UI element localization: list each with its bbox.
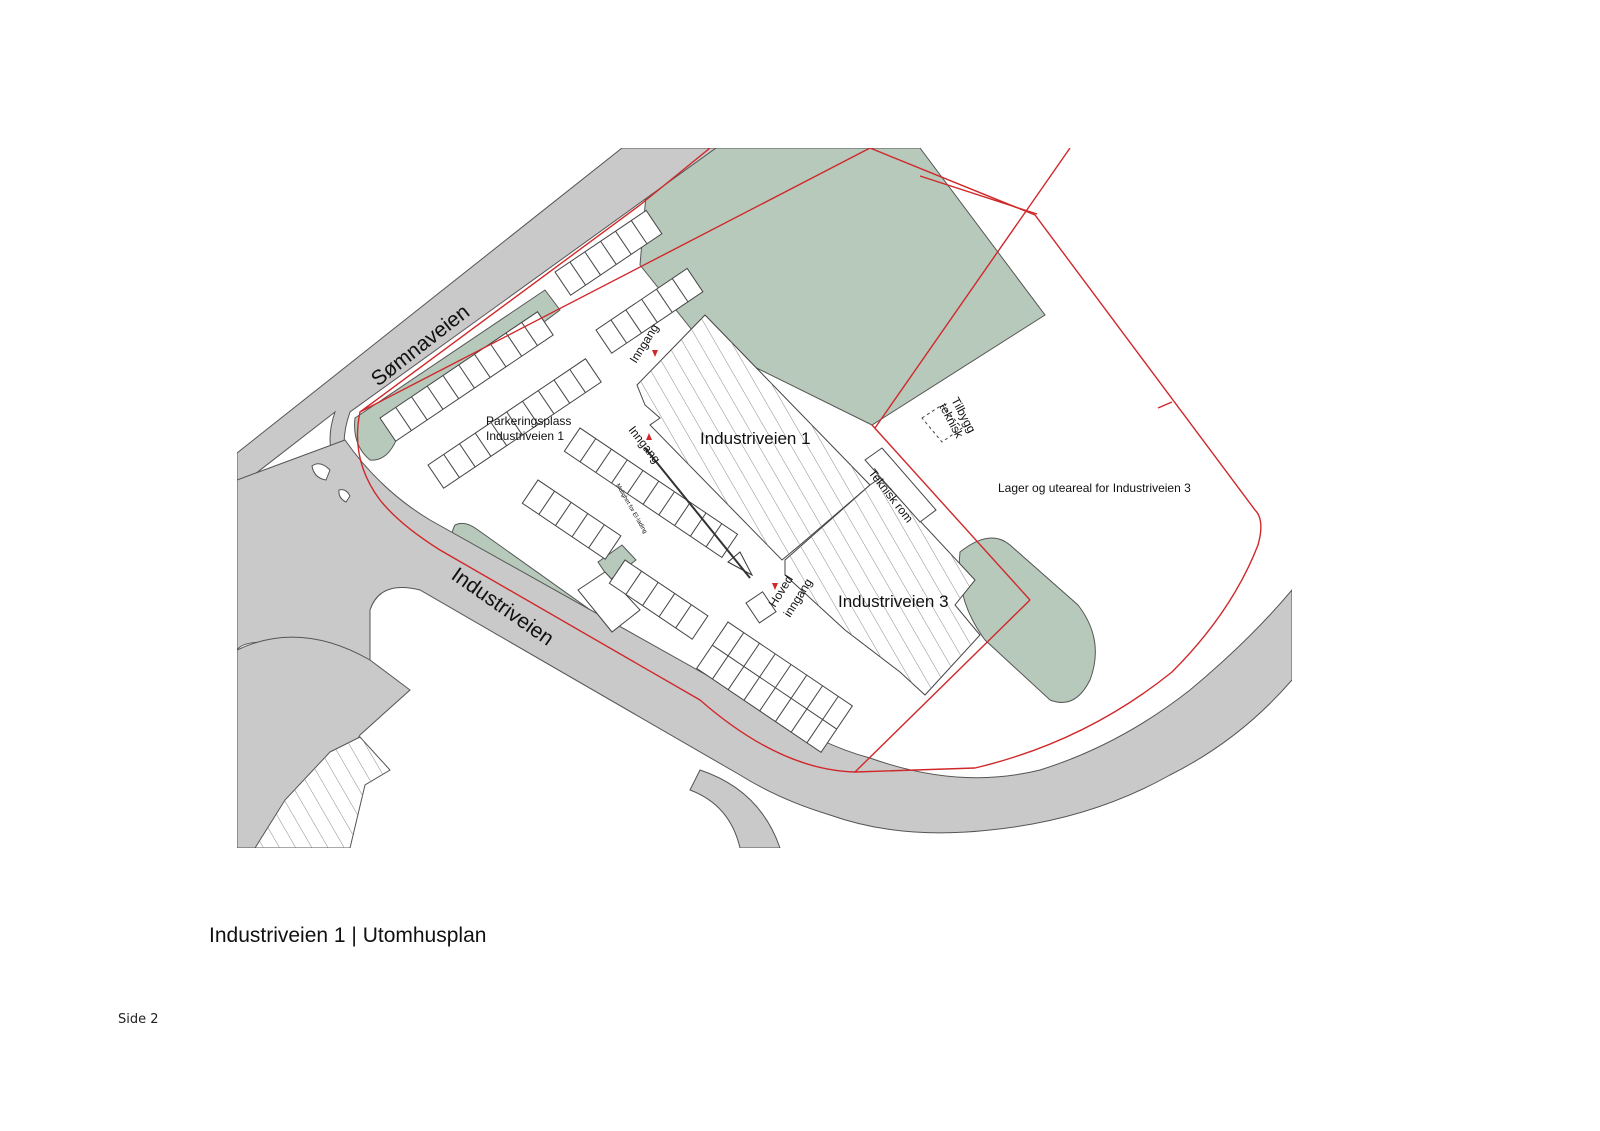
- page-number: Side 2: [118, 1012, 159, 1027]
- building-industriveien-1-hatch: [637, 315, 870, 560]
- entrance-arrow-mid: [646, 433, 652, 440]
- parking-row-mid-3: [521, 479, 622, 560]
- boundary-main: [356, 148, 1262, 773]
- building-industriveien-3-hatch: [785, 478, 980, 695]
- label-industriveien-3: Industriveien 3: [838, 592, 949, 611]
- boundary-line-diag: [871, 424, 1031, 601]
- label-lager: Lager og uteareal for Industriveien 3: [998, 481, 1191, 495]
- traffic-island-1: [311, 463, 331, 481]
- green-area-east: [958, 537, 1096, 703]
- property-boundaries: [356, 148, 1262, 773]
- boundary-line-e: [1157, 401, 1173, 409]
- entrance-arrow-main: [772, 583, 778, 590]
- el-lading-line: [644, 447, 751, 579]
- traffic-island-2: [338, 489, 351, 503]
- road-branch-south: [689, 769, 781, 848]
- stall-dividers: [395, 220, 839, 744]
- small-structure: [577, 571, 641, 633]
- road-industriveien: [237, 439, 1292, 834]
- building-tilbygg-teknisk: [921, 404, 963, 443]
- label-parkering-line2: Industriveien 1: [486, 429, 564, 443]
- label-industriveien-1: Industriveien 1: [700, 429, 811, 448]
- building-teknisk-rom: [864, 447, 937, 523]
- parking-row-south-3: [745, 591, 777, 624]
- boundary-line-south: [854, 599, 1031, 773]
- boundary-line-ne: [874, 148, 1071, 429]
- label-parkering-line1: Parkeringsplass: [486, 414, 571, 428]
- entrance-arrow-top: [652, 350, 658, 357]
- el-lading-marker: [727, 551, 754, 577]
- parking-row-south-1: [608, 559, 709, 640]
- boundary-line-n: [919, 175, 1038, 215]
- plan-caption: Industriveien 1 | Utomhusplan: [209, 924, 487, 947]
- building-southwest-hatch: [255, 737, 390, 848]
